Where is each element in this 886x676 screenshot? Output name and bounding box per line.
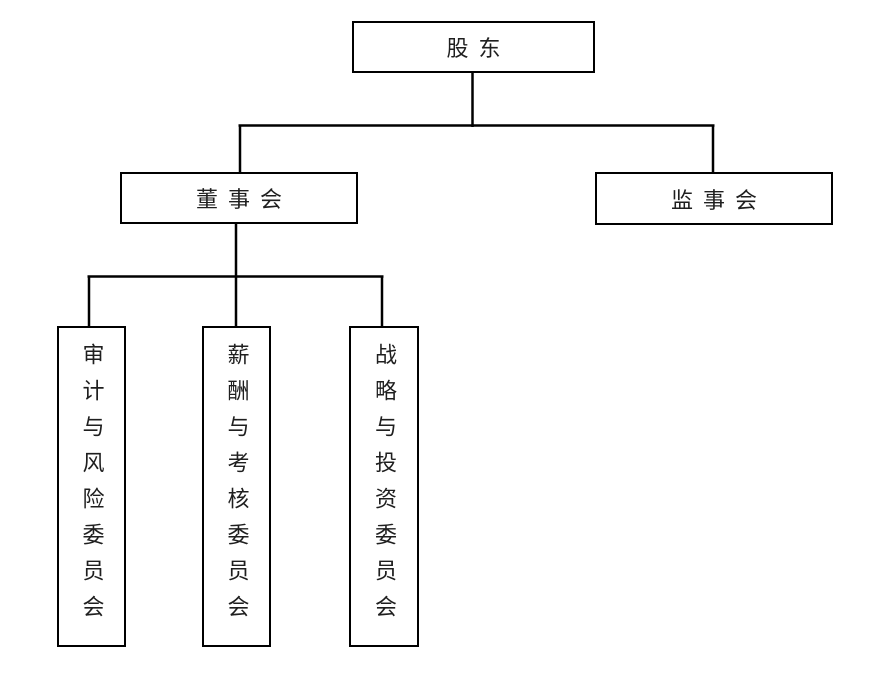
node-board-of-directors-label: 董事会 bbox=[195, 187, 292, 212]
node-board-of-directors: 董事会 bbox=[120, 172, 358, 224]
node-audit-risk-committee: 审计与风险委员会 bbox=[57, 326, 126, 647]
node-shareholders: 股东 bbox=[352, 21, 595, 73]
node-strategy-investment-committee-label: 战略与投资委员会 bbox=[372, 342, 397, 631]
node-supervisory-board-label: 监事会 bbox=[670, 187, 767, 213]
node-strategy-investment-committee: 战略与投资委员会 bbox=[349, 326, 419, 647]
node-remuneration-appraisal-committee: 薪酬与考核委员会 bbox=[202, 326, 271, 647]
node-supervisory-board: 监事会 bbox=[595, 172, 833, 225]
node-shareholders-label: 股东 bbox=[446, 36, 511, 61]
node-remuneration-appraisal-committee-label: 薪酬与考核委员会 bbox=[224, 342, 250, 631]
node-audit-risk-committee-label: 审计与风险委员会 bbox=[79, 342, 105, 631]
